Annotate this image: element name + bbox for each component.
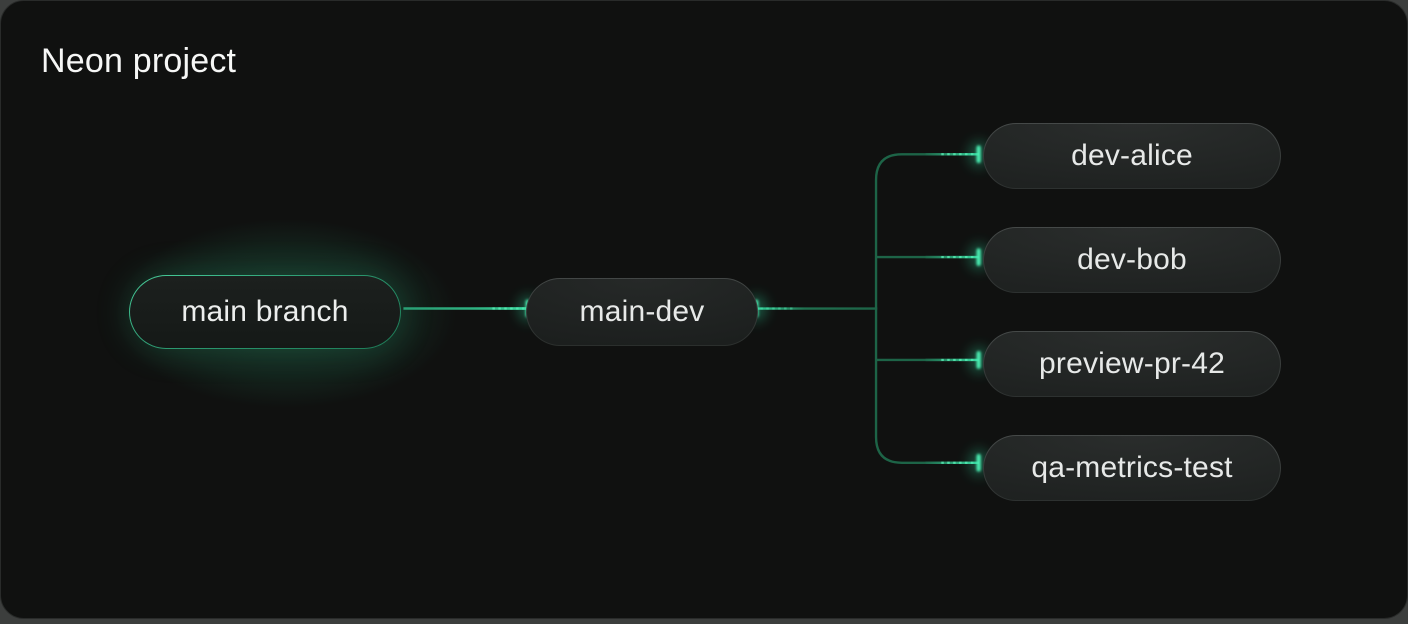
branch-node-dev-bob-label: dev-bob: [1077, 243, 1187, 276]
branch-node-main[interactable]: main branch: [129, 275, 401, 349]
branch-node-dev-bob[interactable]: dev-bob: [983, 227, 1281, 293]
branch-node-dev-alice[interactable]: dev-alice: [983, 123, 1281, 189]
branch-node-main-dev[interactable]: main-dev: [526, 278, 758, 346]
branch-node-dev-alice-label: dev-alice: [1071, 139, 1193, 172]
branch-node-main-label: main branch: [181, 295, 349, 328]
edge-tree-base: [874, 153, 979, 464]
branch-node-qa-metrics-test-label: qa-metrics-test: [1031, 451, 1233, 484]
page-title: Neon project: [41, 42, 237, 80]
branch-node-preview-pr-42-label: preview-pr-42: [1039, 347, 1225, 380]
branch-node-qa-metrics-test[interactable]: qa-metrics-test: [983, 435, 1281, 501]
branch-node-preview-pr-42[interactable]: preview-pr-42: [983, 331, 1281, 397]
branch-node-main-dev-label: main-dev: [579, 295, 705, 328]
